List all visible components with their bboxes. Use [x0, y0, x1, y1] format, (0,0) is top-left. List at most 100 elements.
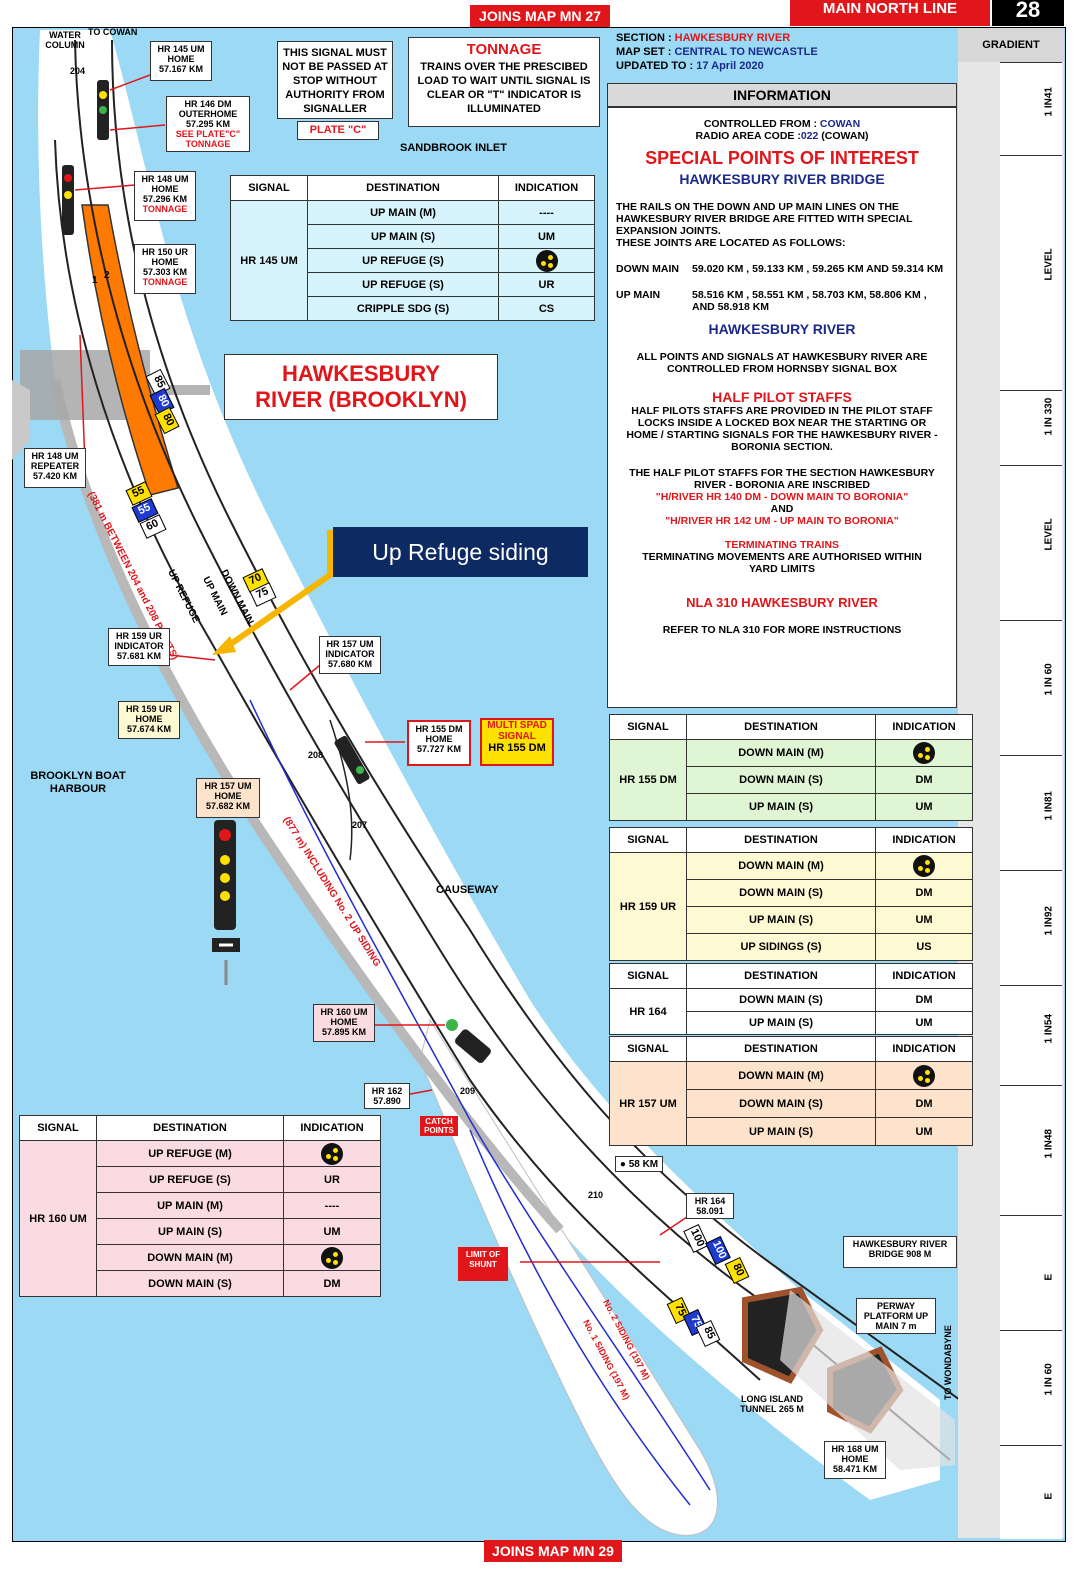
- arrow-hr146: [109, 124, 166, 131]
- sandbrook-label: SANDBROOK INLET: [400, 142, 507, 154]
- table-indication-cell: UR: [283, 1166, 381, 1193]
- signal-hr155: [334, 735, 370, 785]
- points-207: 207: [352, 820, 368, 830]
- info-panel: CONTROLLED FROM : COWAN RADIO AREA CODE …: [607, 107, 957, 708]
- perway-label: PERWAY PLATFORM UP MAIN 7 m: [856, 1298, 936, 1334]
- gradient-segment: E: [1000, 1445, 1062, 1539]
- table-destination-cell: UP MAIN (S): [686, 906, 876, 934]
- table-destination-cell: UP REFUGE (S): [307, 248, 499, 273]
- points-209: 209: [460, 1086, 476, 1096]
- road-1: 1: [92, 275, 98, 286]
- route-indicator-icon: [913, 742, 935, 764]
- table-indication-cell: DM: [875, 1089, 973, 1118]
- route-indicator-icon: [913, 1064, 935, 1087]
- table-destination-cell: UP MAIN (S): [686, 793, 876, 821]
- table-signal-cell: HR 157 UM: [609, 1061, 687, 1146]
- table-destination-cell: DOWN MAIN (S): [686, 879, 876, 907]
- joins-bottom-badge[interactable]: JOINS MAP MN 29: [484, 1540, 622, 1562]
- track-siding-blue: [249, 699, 711, 1491]
- table-destination-cell: DOWN MAIN (M): [686, 739, 876, 767]
- table-header: DESTINATION: [686, 827, 876, 853]
- gradient-label: LEVEL: [1043, 518, 1055, 551]
- table-destination-cell: UP SIDINGS (S): [686, 933, 876, 961]
- table-indication-cell: UM: [875, 906, 973, 934]
- table-signal-cell: HR 164: [609, 988, 687, 1035]
- gradient-segment: 1 IN54: [1000, 985, 1062, 1086]
- to-wondabyne-label: TO WONDABYNE: [943, 1325, 953, 1400]
- points-204: 204: [70, 66, 86, 76]
- table-indication-cell: UM: [875, 1117, 973, 1146]
- joins-top-badge[interactable]: JOINS MAP MN 27: [470, 5, 610, 27]
- table-indication-cell: CS: [498, 296, 595, 321]
- arrow-hr164: [659, 1214, 691, 1236]
- limit-of-shunt: LIMIT OF SHUNT: [458, 1247, 508, 1281]
- table-indication-cell: [875, 852, 973, 880]
- bridge-deck: [780, 1290, 955, 1470]
- table-header: INDICATION: [875, 1036, 973, 1062]
- jetty: [12, 380, 30, 460]
- table-header: DESTINATION: [686, 714, 876, 740]
- arrow-hr145: [109, 74, 151, 91]
- route-indicator-icon: [321, 1246, 343, 1269]
- table-header: DESTINATION: [307, 175, 499, 201]
- gradient-segment: 1 IN81: [1000, 755, 1062, 871]
- table-indication-cell: US: [875, 933, 973, 961]
- table-header: SIGNAL: [19, 1115, 97, 1141]
- gradient-segment: 1 IN 60: [1000, 620, 1062, 756]
- table-header: SIGNAL: [609, 963, 687, 989]
- gradient-segment: 1 IN 330: [1000, 390, 1062, 466]
- gradient-label: 1 IN 60: [1043, 663, 1055, 696]
- info-title: INFORMATION: [607, 83, 957, 107]
- table-indication-cell: ----: [283, 1192, 381, 1219]
- table-destination-cell: UP MAIN (M): [96, 1192, 284, 1219]
- table-header: DESTINATION: [686, 1036, 876, 1062]
- track-up-refuge: [54, 139, 761, 1381]
- table-signal-cell: HR 159 UR: [609, 852, 687, 961]
- table-destination-cell: DOWN MAIN (S): [686, 1089, 876, 1118]
- table-row: UP REFUGE (S)UR: [19, 1166, 381, 1193]
- arrow-hr148: [74, 184, 136, 191]
- table-indication-cell: DM: [875, 766, 973, 794]
- water-column-label: WATER COLUMN: [45, 30, 85, 50]
- signal-hr145: [97, 80, 109, 140]
- table-indication-cell: [283, 1140, 381, 1167]
- table-indication-cell: DM: [875, 879, 973, 907]
- table-signal-cell: HR 145 UM: [230, 200, 308, 321]
- table-destination-cell: CRIPPLE SDG (S): [307, 296, 499, 321]
- causeway-label: CAUSEWAY: [436, 884, 499, 896]
- table-indication-cell: UM: [875, 793, 973, 821]
- multi-spad-signal: MULTI SPAD SIGNAL HR 155 DM: [480, 718, 554, 766]
- causeway-edge-left: [50, 378, 564, 1234]
- table-destination-cell: DOWN MAIN (M): [686, 852, 876, 880]
- catch-points: CATCH POINTS: [420, 1116, 458, 1136]
- gradient-label: LEVEL: [1043, 248, 1055, 281]
- table-header: SIGNAL: [609, 827, 687, 853]
- table-header: INDICATION: [875, 827, 973, 853]
- route-indicator-icon: [321, 1142, 343, 1165]
- table-header: DESTINATION: [686, 963, 876, 989]
- table-destination-cell: UP MAIN (S): [307, 224, 499, 249]
- plate-c: PLATE "C": [297, 121, 379, 140]
- table-header: DESTINATION: [96, 1115, 284, 1141]
- table-destination-cell: UP REFUGE (M): [96, 1140, 284, 1167]
- gradient-segment: LEVEL: [1000, 465, 1062, 621]
